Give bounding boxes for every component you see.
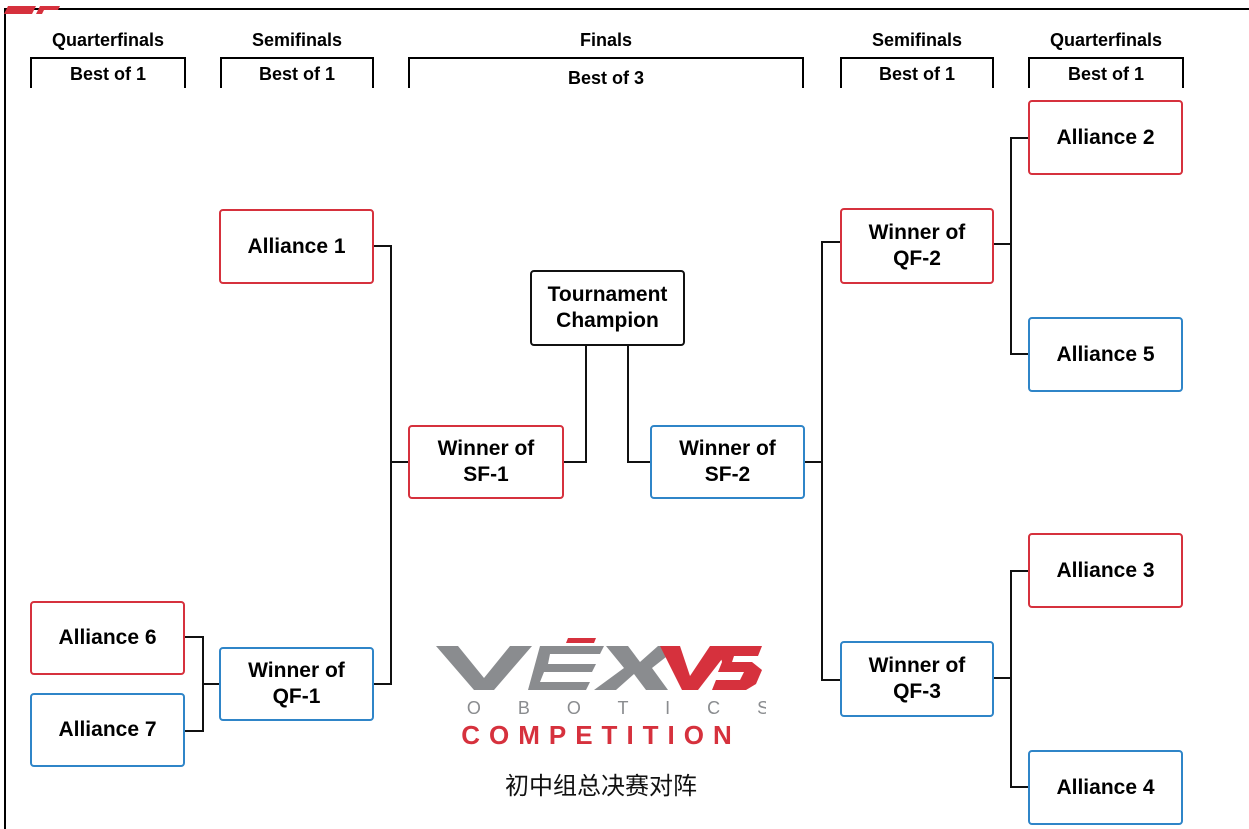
alliance-3-label: Alliance 3 — [1056, 558, 1155, 582]
winner-qf1-line1: Winner of — [248, 659, 345, 682]
right-semifinals-format: Best of 1 — [840, 57, 994, 88]
finals-title: Finals — [579, 30, 632, 50]
alliance-2-box: Alliance 2 — [1028, 100, 1183, 175]
bracket-subtitle: 初中组总决赛对阵 — [505, 772, 697, 800]
alliance-7-box: Alliance 7 — [30, 693, 185, 767]
winner-sf2-line2: SF-2 — [704, 463, 751, 486]
winner-qf1-line2: QF-1 — [272, 685, 321, 708]
alliance-4-label: Alliance 4 — [1056, 775, 1155, 799]
left-quarterfinals-format: Best of 1 — [30, 57, 186, 88]
left-semifinals-title: Semifinals — [251, 30, 343, 50]
alliance-2-label: Alliance 2 — [1056, 125, 1155, 149]
winner-sf1-line1: Winner of — [437, 437, 535, 460]
left-semifinals-format: Best of 1 — [220, 57, 374, 88]
logo-competition-text: COMPETITION — [461, 720, 741, 748]
winner-qf3-line1: Winner of — [868, 654, 966, 677]
alliance-4-box: Alliance 4 — [1028, 750, 1183, 825]
winner-sf1-line2: SF-1 — [463, 463, 509, 486]
bracket-frame — [4, 6, 1249, 829]
alliance-3-box: Alliance 3 — [1028, 533, 1183, 608]
alliance-6-label: Alliance 6 — [58, 626, 157, 649]
tournament-champion-box: Tournament Champion — [530, 270, 685, 346]
alliance-6-box: Alliance 6 — [30, 601, 185, 675]
vex-v5-competition-logo: ® R O B O T I C S COMPETITION — [436, 638, 766, 748]
winner-sf2-line1: Winner of — [679, 437, 776, 460]
right-semifinals-title: Semifinals — [871, 30, 963, 50]
alliance-7-label: Alliance 7 — [58, 718, 157, 741]
winner-qf3-line2: QF-3 — [893, 680, 941, 703]
finals-format: Best of 3 — [408, 57, 804, 88]
vex-wordmark — [436, 638, 680, 690]
logo-robotics-text: R O B O T I C S — [436, 698, 766, 718]
winner-qf2-line1: Winner of — [868, 221, 966, 244]
champion-line1: Tournament — [547, 283, 668, 306]
right-quarterfinals-format: Best of 1 — [1028, 57, 1184, 88]
alliance-1-label: Alliance 1 — [247, 234, 346, 258]
winner-sf2-box: Winner of SF-2 — [650, 425, 805, 499]
v5-wordmark — [660, 646, 762, 690]
corner-logo-fragment — [4, 6, 60, 14]
winner-qf2-line2: QF-2 — [893, 247, 941, 270]
alliance-5-label: Alliance 5 — [1056, 342, 1155, 366]
alliance-1-box: Alliance 1 — [219, 209, 374, 284]
alliance-5-box: Alliance 5 — [1028, 317, 1183, 392]
winner-qf1-box: Winner of QF-1 — [219, 647, 374, 721]
winner-sf1-box: Winner of SF-1 — [408, 425, 564, 499]
right-quarterfinals-title: Quarterfinals — [1049, 30, 1163, 50]
winner-qf3-box: Winner of QF-3 — [840, 641, 994, 717]
champion-line2: Champion — [556, 309, 659, 332]
winner-qf2-box: Winner of QF-2 — [840, 208, 994, 284]
left-quarterfinals-title: Quarterfinals — [51, 30, 165, 50]
